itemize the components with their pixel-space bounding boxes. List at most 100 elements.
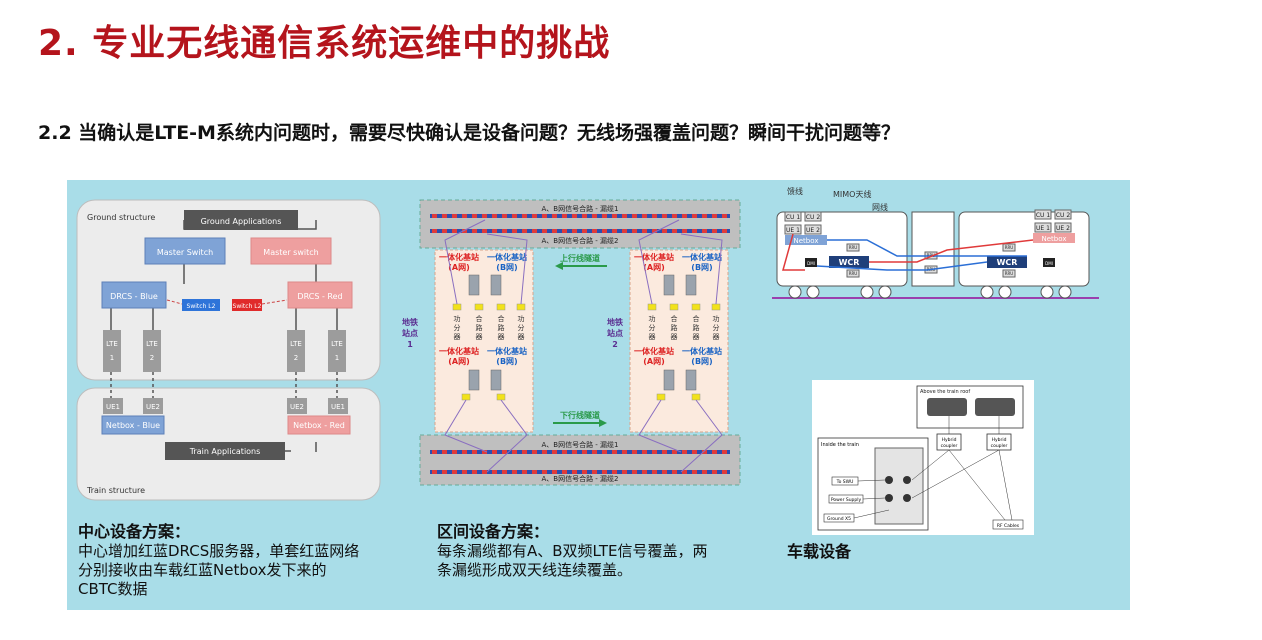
svg-text:Above the train roof: Above the train roof (920, 389, 970, 395)
onboard-equipment-caption: 车载设备 (787, 542, 851, 562)
svg-text:RRU: RRU (849, 271, 858, 276)
svg-text:Master switch: Master switch (263, 248, 318, 257)
svg-text:1: 1 (407, 340, 413, 349)
onboard-equipment-diagram: Above the train roof Hybrid coupler Hybr… (812, 380, 1034, 535)
svg-text:Netbox - Blue: Netbox - Blue (106, 421, 160, 430)
netbox-red (287, 415, 351, 435)
train-structure-label: Train structure (86, 486, 145, 495)
svg-text:分: 分 (454, 323, 461, 332)
svg-text:路: 路 (693, 323, 700, 332)
diagram-canvas: Ground structure Train structure (76, 186, 1099, 535)
drcs-red (287, 281, 353, 309)
train-car-diagram: 馈线 MIMO天线 网线 CU 1 CU 2 UE 1 UE 2 CU 1 CU… (772, 186, 1099, 299)
svg-text:分: 分 (649, 323, 656, 332)
switch-l2-red (232, 299, 262, 311)
netbox-blue (101, 415, 165, 435)
svg-text:器: 器 (671, 333, 678, 341)
svg-text:Inside the train: Inside the train (821, 442, 859, 448)
svg-text:Netbox - Red: Netbox - Red (293, 421, 345, 430)
svg-text:(B网): (B网) (496, 263, 517, 272)
svg-text:LTE: LTE (290, 340, 302, 348)
svg-text:DMI: DMI (807, 261, 815, 266)
svg-text:2: 2 (150, 354, 154, 362)
svg-text:A、B网信号合路 - 漏缆1: A、B网信号合路 - 漏缆1 (541, 204, 618, 213)
svg-text:合: 合 (671, 314, 678, 323)
master-switch-blue (144, 237, 226, 265)
svg-text:UE1: UE1 (106, 403, 120, 411)
svg-text:2: 2 (294, 354, 298, 362)
switch-l2-blue (182, 299, 220, 311)
svg-text:(B网): (B网) (691, 263, 712, 272)
section-equipment-caption: 区间设备方案： 每条漏缆都有A、B双频LTE信号覆盖，两 条漏缆形成双天线连续覆… (437, 522, 708, 579)
svg-text:CU 2: CU 2 (806, 214, 820, 221)
tunnel-top (419, 199, 741, 249)
svg-text:(A网): (A网) (643, 357, 665, 366)
content-panel: Ground structure Train structure (67, 180, 1130, 610)
svg-text:器: 器 (649, 333, 656, 341)
svg-text:网线: 网线 (872, 202, 888, 212)
svg-text:器: 器 (518, 333, 525, 341)
svg-text:站点: 站点 (607, 328, 623, 338)
svg-text:器: 器 (693, 333, 700, 341)
station-1-label: 地铁 站点 1 (402, 317, 418, 349)
svg-text:UE 2: UE 2 (1056, 225, 1070, 232)
svg-text:Netbox: Netbox (794, 237, 819, 245)
svg-text:合: 合 (476, 314, 483, 323)
svg-text:1: 1 (110, 354, 114, 362)
svg-text:CU 1: CU 1 (1036, 212, 1050, 219)
tunnel-bottom (419, 434, 741, 486)
svg-text:A、B网信号合路 - 漏缆2: A、B网信号合路 - 漏缆2 (541, 474, 618, 483)
svg-text:coupler: coupler (941, 443, 958, 449)
ue-boxes: UE1 UE2 UE2 UE1 (103, 398, 348, 414)
svg-text:器: 器 (454, 333, 461, 341)
svg-text:器: 器 (476, 333, 483, 341)
svg-text:A、B网信号合路 - 漏缆2: A、B网信号合路 - 漏缆2 (541, 236, 618, 245)
svg-text:Ground Applications: Ground Applications (201, 217, 282, 226)
svg-text:RF Cables: RF Cables (997, 523, 1020, 529)
center-equipment-heading: 中心设备方案： (78, 522, 191, 541)
svg-text:(B网): (B网) (691, 357, 712, 366)
svg-text:Switch L2: Switch L2 (187, 303, 216, 310)
svg-text:coupler: coupler (991, 443, 1008, 449)
center-equipment-caption: 中心设备方案： 中心增加红蓝DRCS服务器，单套红蓝网络 分别接收由车载红蓝Ne… (78, 522, 360, 598)
lte-boxes: LTE 1 LTE 2 LTE 2 LTE 1 (103, 330, 346, 372)
svg-text:器: 器 (713, 333, 720, 341)
leaky-cable-diagram: A、B网信号合路 - 漏缆1 A、B网信号合路 - 漏缆2 A、B网信号合路 -… (402, 199, 741, 486)
ground-structure-label: Ground structure (87, 213, 155, 222)
svg-text:合: 合 (693, 314, 700, 323)
svg-text:UE 1: UE 1 (786, 227, 800, 234)
svg-text:路: 路 (671, 323, 678, 332)
svg-text:DRCS - Red: DRCS - Red (297, 292, 342, 301)
svg-text:Netbox: Netbox (1042, 235, 1067, 243)
svg-text:UE2: UE2 (290, 403, 304, 411)
svg-text:UE 2: UE 2 (806, 227, 820, 234)
svg-text:RRU: RRU (1005, 271, 1014, 276)
svg-text:站点: 站点 (402, 328, 418, 338)
train-applications-box (165, 442, 285, 460)
svg-text:地铁: 地铁 (402, 317, 418, 327)
svg-text:(A网): (A网) (448, 263, 470, 272)
ground-applications-box (184, 210, 298, 230)
svg-text:RRU: RRU (1005, 245, 1014, 250)
svg-text:DMI: DMI (1045, 261, 1053, 266)
station-2-box (629, 249, 729, 433)
svg-text:一体化基站: 一体化基站 (634, 252, 674, 262)
svg-text:WCR: WCR (997, 258, 1018, 267)
station-2-label: 地铁 站点 2 (607, 317, 623, 349)
network-structure-diagram: Ground structure Train structure (76, 199, 381, 501)
svg-text:A、B网信号合路 - 漏缆1: A、B网信号合路 - 漏缆1 (541, 440, 618, 449)
svg-text:一体化基站: 一体化基站 (682, 252, 722, 262)
slide-title: 2. 专业无线通信系统运维中的挑战 (38, 23, 611, 64)
svg-text:路: 路 (476, 323, 483, 332)
master-switch-red (250, 237, 332, 265)
drcs-blue (101, 281, 167, 309)
svg-text:Hybrid: Hybrid (942, 437, 957, 443)
svg-text:(A网): (A网) (643, 263, 665, 272)
svg-text:分: 分 (713, 323, 720, 332)
section-equipment-heading: 区间设备方案： (437, 522, 550, 541)
svg-text:Power Supply: Power Supply (831, 497, 862, 503)
svg-text:功: 功 (518, 314, 525, 323)
svg-text:LTE: LTE (106, 340, 118, 348)
svg-text:合: 合 (498, 314, 505, 323)
svg-text:一体化基站: 一体化基站 (439, 346, 479, 356)
